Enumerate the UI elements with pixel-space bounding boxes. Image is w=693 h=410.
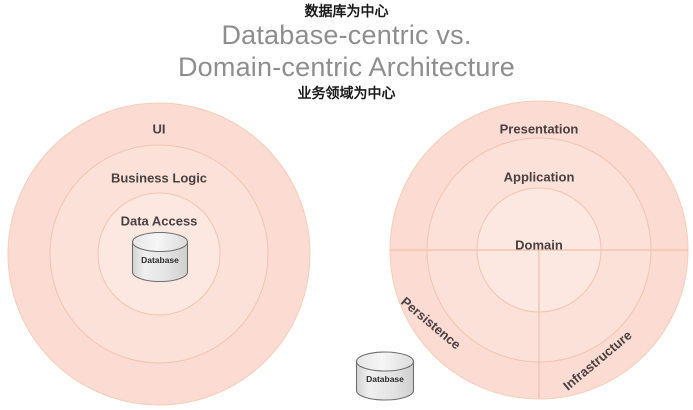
database-icon: [355, 351, 415, 401]
database-cylinder-bottom: Database: [355, 351, 415, 401]
right-architecture-circles: [389, 100, 689, 400]
database-icon: [131, 231, 189, 283]
database-cylinder-left: Database: [131, 231, 189, 283]
